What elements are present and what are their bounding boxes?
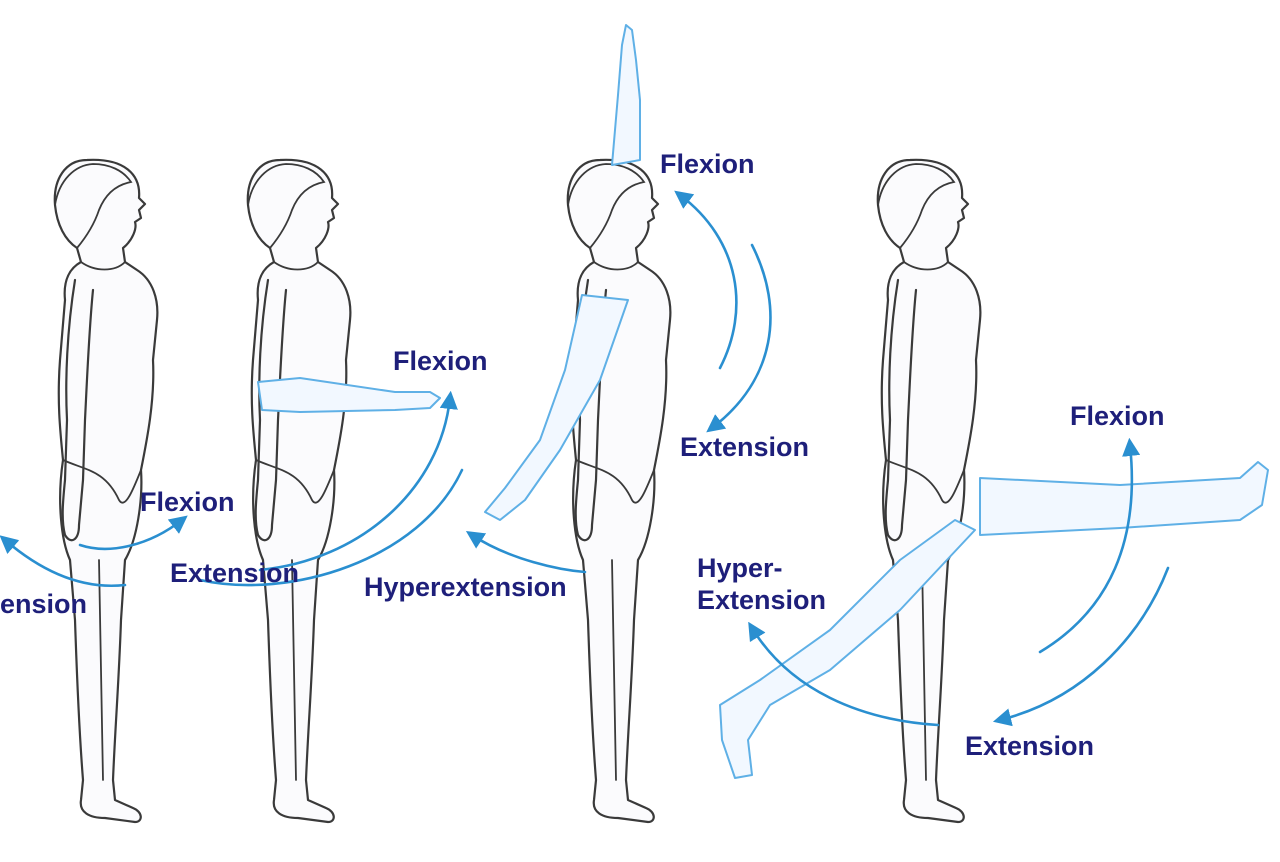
- label-hip-hyperextension: Hyper- Extension: [697, 553, 827, 615]
- arrow-hip-flexion: [1038, 437, 1141, 654]
- ghost-arm-hyperextended: [484, 294, 629, 521]
- label-trunk-extension-partial: ension: [0, 589, 88, 619]
- label-hip-flexion: Flexion: [1070, 401, 1165, 431]
- label-shoulder-flexion: Flexion: [660, 149, 755, 179]
- arrow-hip-extension: [992, 566, 1170, 727]
- arrow-shoulder-flexion: [674, 190, 738, 370]
- standing-human-figure-icon: [246, 158, 352, 824]
- arrow-forearm-extension: [198, 468, 464, 587]
- arrow-trunk-flexion: [78, 515, 188, 551]
- arrow-forearm-flexion: [258, 390, 458, 572]
- ghost-leg-flexed: [979, 461, 1269, 536]
- arrow-hip-hyperextension: [748, 621, 940, 727]
- standing-human-figure-icon: [566, 158, 672, 824]
- label-forearm-hyperextension: Hyperextension: [364, 572, 567, 602]
- ghost-forearm-flexed: [257, 377, 441, 413]
- label-hip-extension: Extension: [965, 731, 1095, 761]
- label-shoulder-extension: Extension: [680, 432, 810, 462]
- arrow-forearm-hyperextension: [465, 531, 587, 574]
- standing-human-figure-icon: [876, 158, 982, 824]
- arrow-trunk-extension: [0, 535, 127, 588]
- arrow-shoulder-extension: [706, 243, 772, 433]
- label-trunk-extension: Extension: [170, 558, 300, 588]
- standing-human-figure-icon: [53, 158, 159, 824]
- ghost-leg-hyperextended: [719, 519, 976, 779]
- ghost-arm-raised: [611, 24, 641, 166]
- label-trunk-flexion: Flexion: [140, 487, 235, 517]
- label-forearm-flexion: Flexion: [393, 346, 488, 376]
